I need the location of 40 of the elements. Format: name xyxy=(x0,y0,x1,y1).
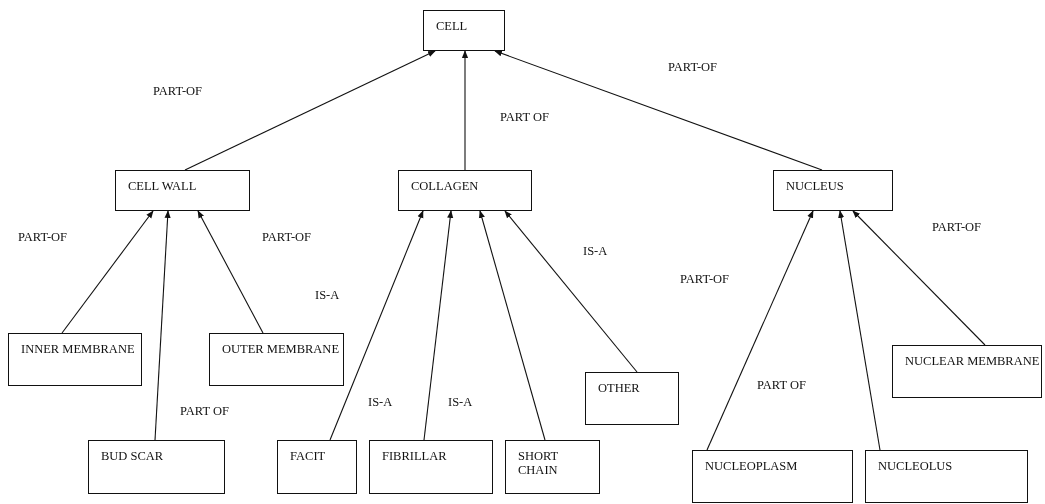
relation-label: PART-OF xyxy=(932,220,982,235)
relation-label: IS-A xyxy=(368,395,393,410)
concept-box: COLLAGEN xyxy=(398,170,532,211)
arrow xyxy=(61,210,154,334)
relation-label: IS-A xyxy=(315,288,340,303)
relation-label: PART OF xyxy=(500,110,549,125)
relation-label: IS-A xyxy=(583,244,608,259)
concept-box: FIBRILLAR xyxy=(369,440,493,494)
concept-box: INNER MEMBRANE xyxy=(8,333,142,386)
concept-box: CELL xyxy=(423,10,505,51)
relation-label: PART-OF xyxy=(680,272,730,287)
arrow xyxy=(461,50,469,171)
arrow xyxy=(478,210,546,441)
relation-label: PART-OF xyxy=(153,84,203,99)
concept-box: OUTER MEMBRANE xyxy=(209,333,344,386)
relation-label: PART-OF xyxy=(262,230,312,245)
concept-box: OTHER xyxy=(585,372,679,425)
arrow xyxy=(184,50,436,171)
concept-box: SHORT CHAIN xyxy=(505,440,600,494)
arrow xyxy=(852,210,986,346)
concept-box: CELL WALL xyxy=(115,170,250,211)
concept-box: NUCLEOLUS xyxy=(865,450,1028,503)
arrow xyxy=(504,210,638,373)
relation-label: PART OF xyxy=(757,378,806,393)
concept-box: NUCLEOPLASM xyxy=(692,450,853,503)
arrow xyxy=(154,210,171,441)
concept-box: NUCLEAR MEMBRANE xyxy=(892,345,1042,398)
arrow xyxy=(706,210,814,451)
concept-box: BUD SCAR xyxy=(88,440,225,494)
arrow xyxy=(197,210,264,334)
relation-label: PART-OF xyxy=(668,60,718,75)
relation-label: PART OF xyxy=(180,404,229,419)
arrow xyxy=(329,210,424,441)
arrow xyxy=(423,210,454,441)
relation-label: PART-OF xyxy=(18,230,68,245)
arrow xyxy=(838,210,881,451)
arrow xyxy=(494,50,823,171)
concept-box: NUCLEUS xyxy=(773,170,893,211)
relation-label: IS-A xyxy=(448,395,473,410)
concept-box: FACIT xyxy=(277,440,357,494)
